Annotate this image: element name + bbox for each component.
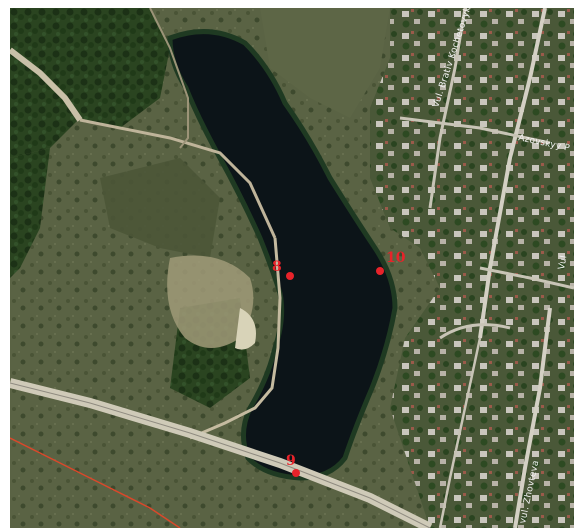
forest-area [10, 148, 50, 278]
street-road [439, 323, 511, 340]
satellite-map[interactable]: Vul. Brativ Kochetovykh Azovskyy P Vul v… [10, 8, 574, 528]
road [10, 47, 83, 122]
map-canvas: Vul. Brativ Kochetovykh Azovskyy P Vul v… [10, 8, 574, 528]
footpath [149, 8, 189, 149]
street-road [428, 8, 467, 209]
street-road [479, 266, 574, 290]
street-road [438, 337, 482, 528]
boundary-line [10, 437, 181, 528]
marker-label: 8 [272, 259, 282, 275]
street-road [513, 307, 552, 528]
marker-dot [286, 272, 294, 280]
street-label: Vul [557, 255, 569, 271]
dirt-road [79, 118, 277, 239]
marker-label: 10 [386, 250, 406, 266]
marker-10[interactable]: 10 [376, 250, 406, 275]
highway-centerline [10, 382, 431, 528]
street-road [399, 116, 551, 145]
marker-dot [292, 469, 300, 477]
sand-area [167, 255, 254, 348]
forest-area [10, 8, 170, 158]
quarry-cliff [235, 308, 256, 350]
scrub-area [100, 158, 220, 258]
marker-dot [376, 267, 384, 275]
dirt-road [189, 237, 282, 440]
marker-8[interactable]: 8 [272, 259, 294, 280]
marker-label: 9 [286, 453, 296, 469]
marker-9[interactable]: 9 [286, 453, 300, 477]
street-road [478, 8, 547, 339]
field-area [260, 8, 390, 118]
